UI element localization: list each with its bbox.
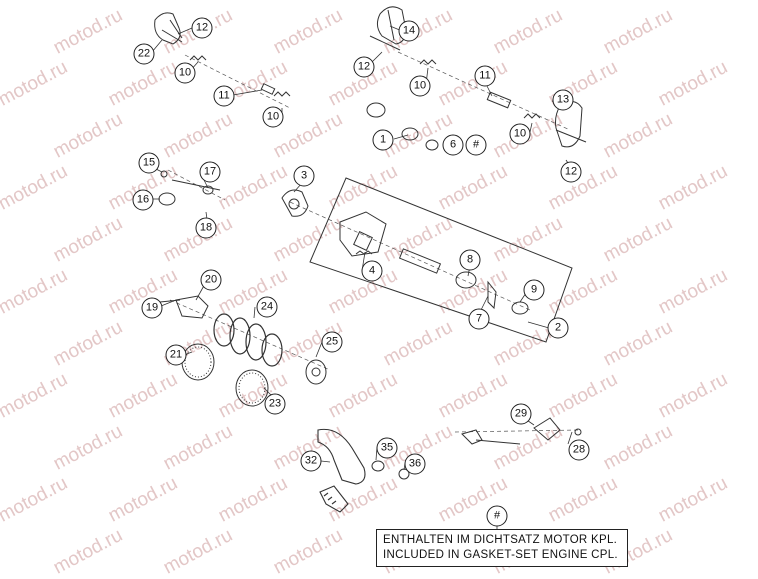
screw-36 — [398, 468, 410, 480]
callout-part-10: 10 — [409, 75, 431, 97]
axis-lines — [167, 51, 581, 433]
callout-gasket-marker: # — [486, 505, 508, 527]
shift-lever-body — [339, 211, 387, 257]
callout-part-3: 3 — [293, 165, 315, 187]
shift-fork-22 — [154, 12, 183, 45]
spring-10-b — [273, 91, 291, 97]
callout-part-28: 28 — [568, 439, 590, 461]
pin-11-b — [486, 91, 512, 109]
shift-shaft-assembly-box — [309, 177, 573, 343]
ring-23 — [235, 369, 269, 407]
callout-part-13: 13 — [552, 89, 574, 111]
callout-part-12: 12 — [560, 161, 582, 183]
callout-part-18: 18 — [195, 217, 217, 239]
callout-part-9: 9 — [523, 279, 545, 301]
callout-gasket-marker: # — [465, 134, 487, 156]
bearing-16 — [158, 192, 176, 206]
pin-11-a — [260, 83, 276, 95]
linkage-parts — [461, 417, 582, 445]
washer-35 — [371, 460, 385, 472]
shift-fork-13 — [555, 101, 587, 148]
note-line-2: INCLUDED IN GASKET-SET ENGINE CPL. — [383, 549, 618, 561]
callout-part-12: 12 — [191, 17, 213, 39]
callout-part-12: 12 — [353, 56, 375, 78]
shift-shaft-19-20 — [159, 295, 209, 319]
bearing-25 — [305, 359, 327, 385]
washer-9 — [511, 301, 529, 315]
callout-part-7: 7 — [468, 308, 490, 330]
callout-part-25: 25 — [321, 331, 343, 353]
sleeve-8 — [455, 271, 477, 289]
callout-part-14: 14 — [398, 20, 420, 42]
callout-part-11: 11 — [213, 85, 235, 107]
callout-part-4: 4 — [361, 260, 383, 282]
note-line-1: ENTHALTEN IM DICHTSATZ MOTOR KPL. — [383, 534, 618, 546]
shaft-tube — [398, 248, 442, 274]
spring-4 — [355, 250, 373, 255]
ring-21 — [181, 343, 215, 381]
callout-part-8: 8 — [459, 249, 481, 271]
callout-part-20: 20 — [200, 269, 222, 291]
roller-1 — [366, 102, 419, 141]
callout-part-1: 1 — [372, 129, 394, 151]
callout-part-10: 10 — [174, 62, 196, 84]
gasket-set-note: ENTHALTEN IM DICHTSATZ MOTOR KPL. INCLUD… — [376, 529, 628, 567]
callout-part-21: 21 — [165, 344, 187, 366]
callout-part-6: 6 — [442, 134, 464, 156]
callout-part-15: 15 — [138, 152, 160, 174]
shift-drum-24 — [213, 313, 283, 367]
callout-part-19: 19 — [141, 297, 163, 319]
spring-10-c — [419, 59, 437, 65]
callout-part-11: 11 — [474, 65, 496, 87]
shift-drum-3 — [281, 189, 309, 217]
callout-part-22: 22 — [133, 43, 155, 65]
shaft-17 — [160, 170, 221, 195]
callout-part-24: 24 — [256, 296, 278, 318]
callout-part-17: 17 — [199, 161, 221, 183]
shift-pedal-32 — [317, 428, 366, 513]
callout-part-32: 32 — [300, 450, 322, 472]
callout-part-2: 2 — [547, 317, 569, 339]
lever-7 — [487, 280, 497, 310]
circlip-6 — [425, 139, 439, 151]
callout-part-10: 10 — [509, 123, 531, 145]
callout-part-36: 36 — [404, 453, 426, 475]
callout-part-35: 35 — [376, 437, 398, 459]
callout-part-23: 23 — [264, 393, 286, 415]
callout-part-10: 10 — [262, 106, 284, 128]
callout-part-16: 16 — [132, 189, 154, 211]
spring-10-d — [523, 113, 541, 119]
callout-part-29: 29 — [510, 403, 532, 425]
spring-10-a — [189, 55, 207, 61]
